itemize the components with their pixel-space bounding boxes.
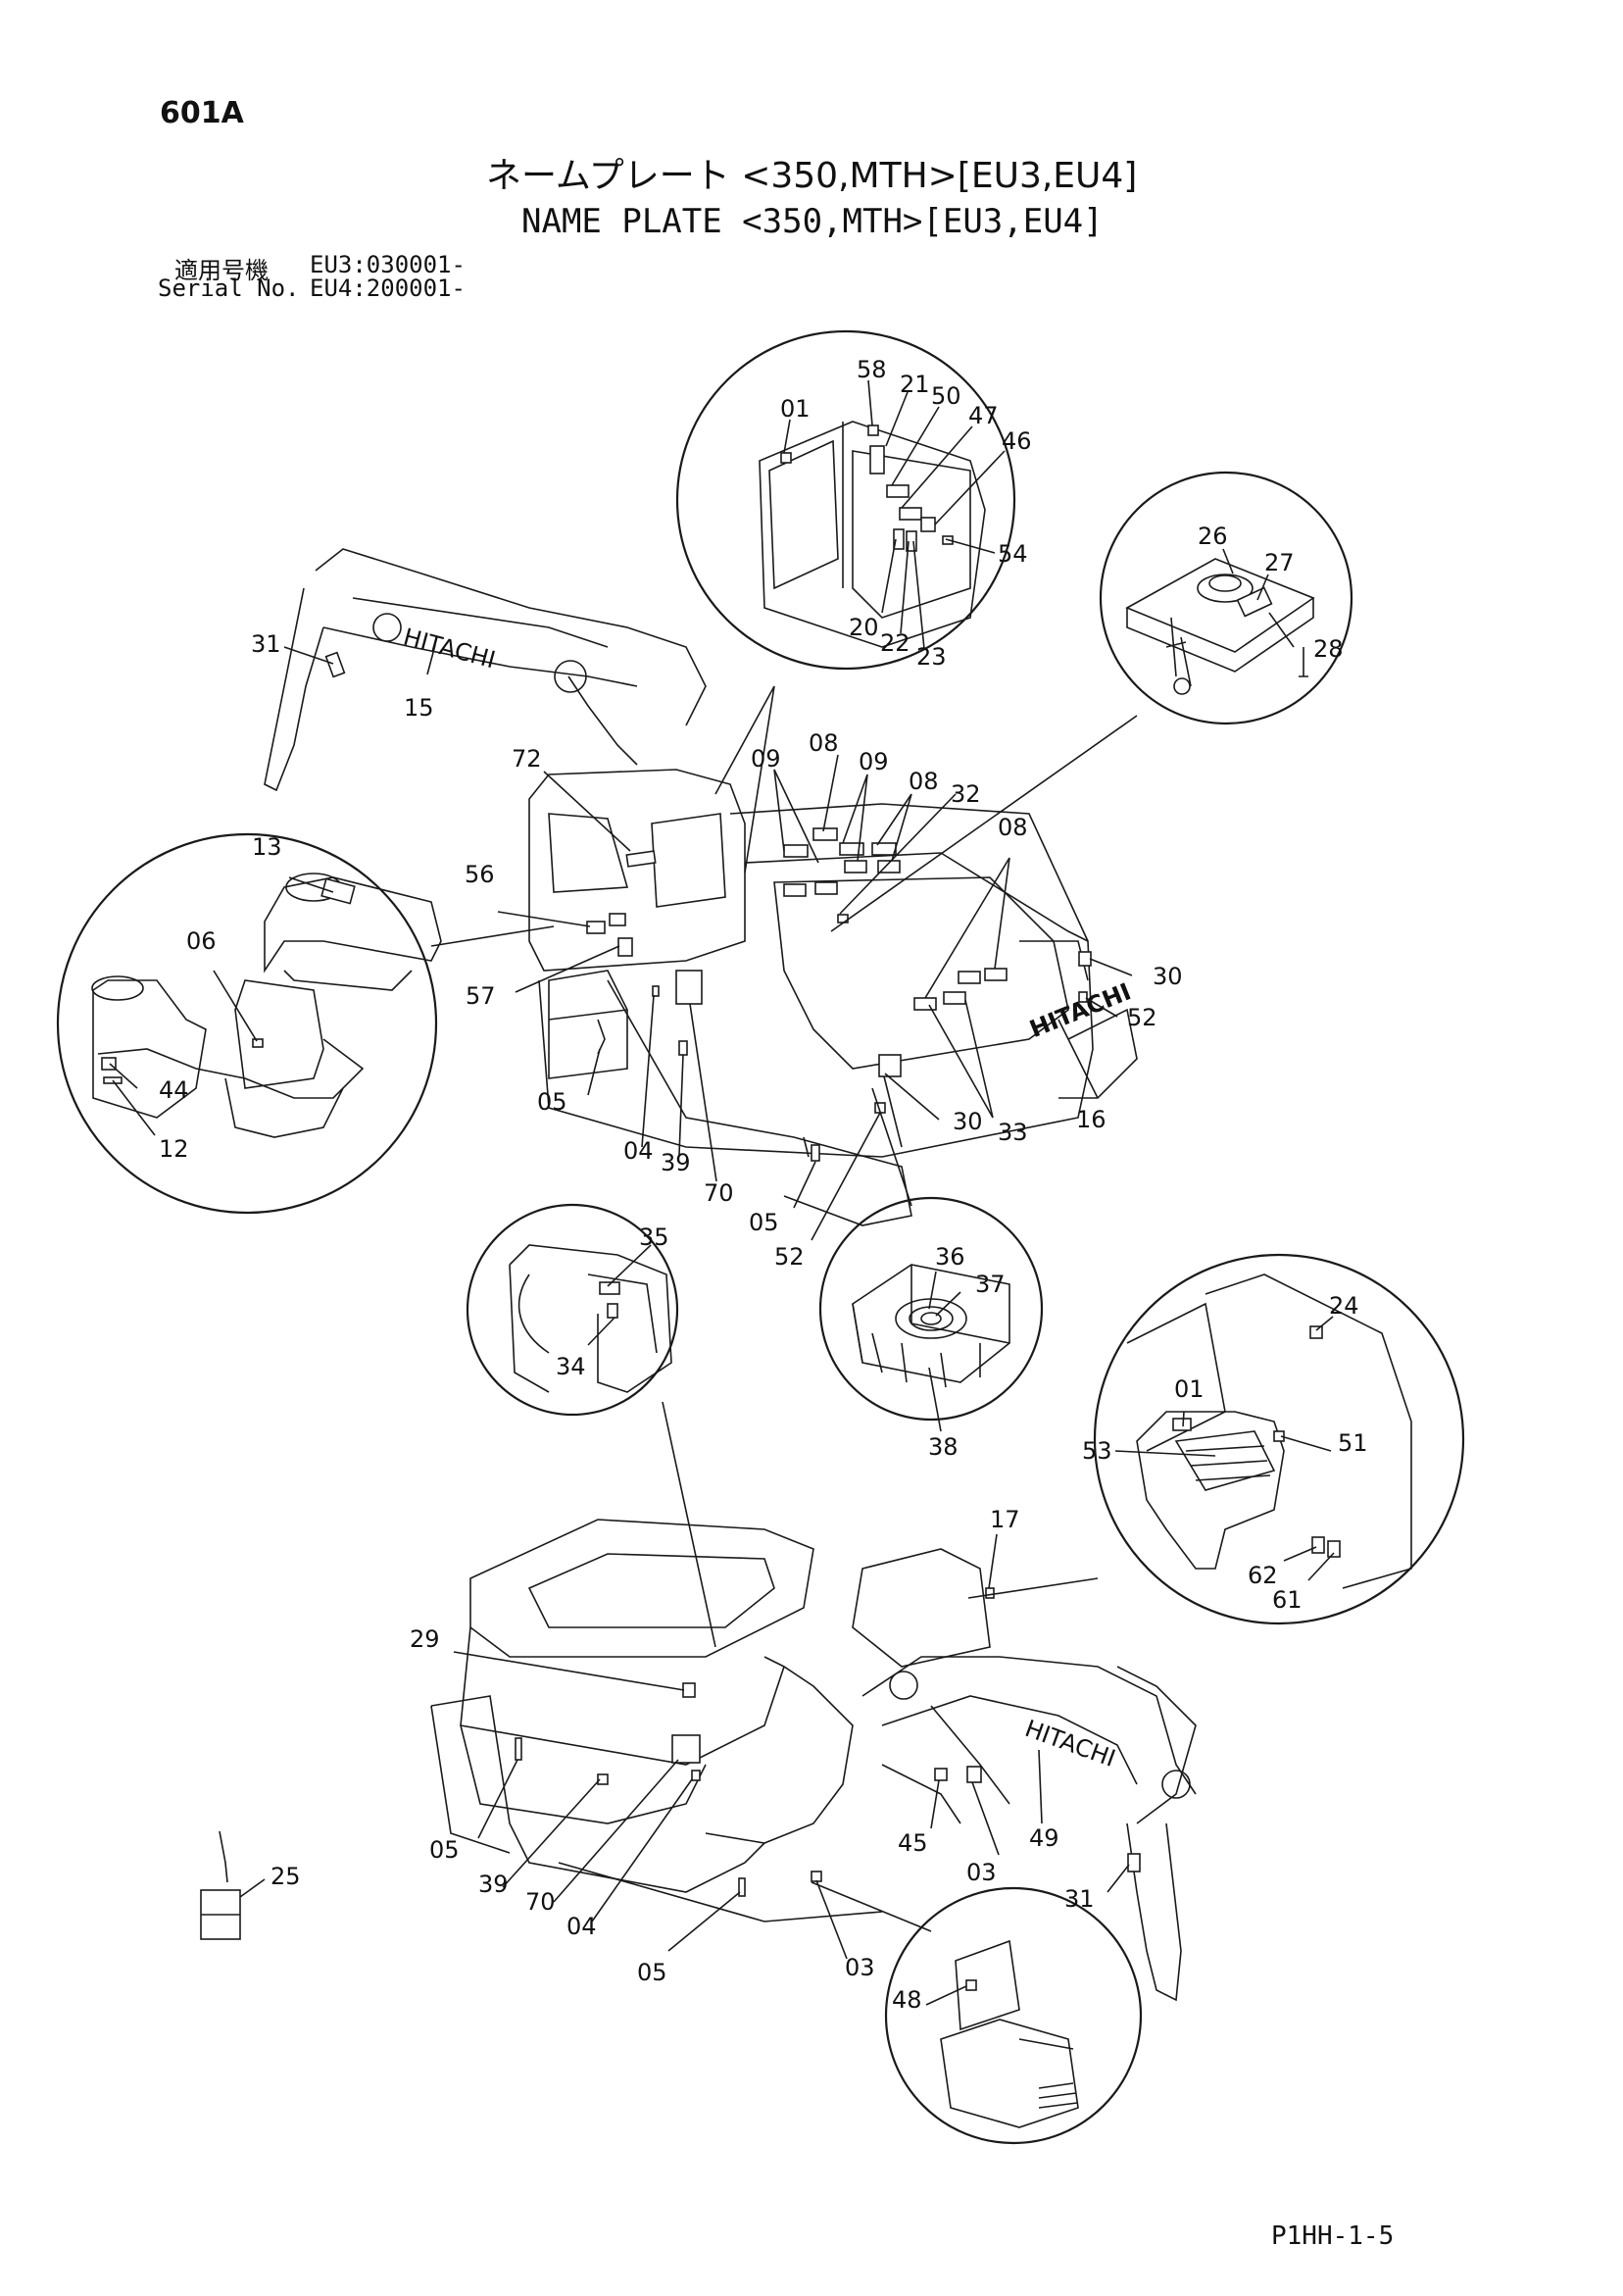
callout-20: 20 [849, 614, 879, 641]
callout-labels: 01 58 21 50 47 46 54 20 22 23 26 27 28 3… [159, 356, 1368, 2014]
callout-25: 25 [270, 1863, 301, 1890]
page-title-japanese: ネームプレート <350,MTH>[EU3,EU4] [486, 156, 1138, 196]
detail-hydraulic-compartment [466, 1203, 679, 1417]
callout-04: 04 [566, 1913, 597, 1940]
callout-51: 51 [1338, 1429, 1368, 1457]
callout-01: 01 [780, 395, 811, 423]
callout-70: 70 [525, 1888, 556, 1916]
callout-36: 36 [935, 1243, 965, 1271]
callout-04: 04 [623, 1137, 654, 1165]
callout-29: 29 [410, 1625, 440, 1653]
callout-53: 53 [1082, 1437, 1112, 1465]
callout-62: 62 [1248, 1562, 1278, 1589]
callout-06: 06 [186, 927, 217, 955]
leader-lines [109, 379, 1335, 2006]
callout-15: 15 [404, 694, 434, 722]
callout-09: 09 [859, 748, 889, 775]
callout-03: 03 [845, 1954, 875, 1981]
callout-12: 12 [159, 1135, 189, 1163]
callout-38: 38 [928, 1433, 959, 1461]
callout-13: 13 [252, 833, 282, 861]
callout-21: 21 [900, 371, 930, 398]
callout-30: 30 [953, 1108, 983, 1135]
callout-39: 39 [478, 1871, 509, 1898]
callout-27: 27 [1264, 549, 1295, 576]
front-boom-brand-text: HITACHI [1021, 1715, 1119, 1772]
boom-brand-text: HITACHI [401, 624, 499, 674]
callout-08: 08 [909, 768, 939, 795]
detail-radiator-fan [818, 1196, 1044, 1422]
callout-24: 24 [1329, 1292, 1359, 1320]
callout-52: 52 [1127, 1004, 1157, 1031]
detail-cab-interior [675, 329, 1016, 671]
callout-50: 50 [931, 382, 961, 410]
callout-28: 28 [1313, 635, 1344, 663]
callout-39: 39 [661, 1149, 691, 1176]
callout-46: 46 [1002, 427, 1032, 455]
warning-tag-drawing [200, 1830, 241, 1940]
callout-45: 45 [898, 1829, 928, 1857]
callout-05: 05 [429, 1836, 460, 1864]
callout-08: 08 [809, 729, 839, 757]
detail-cab-right-console [1093, 1253, 1465, 1625]
callout-05: 05 [537, 1088, 567, 1116]
callout-17: 17 [990, 1506, 1020, 1533]
callout-09: 09 [751, 745, 781, 773]
callout-31: 31 [251, 630, 281, 658]
callout-44: 44 [159, 1076, 189, 1104]
callout-47: 47 [968, 402, 999, 429]
callout-34: 34 [556, 1353, 586, 1380]
callout-26: 26 [1198, 523, 1228, 550]
callout-31: 31 [1064, 1885, 1095, 1913]
callout-16: 16 [1076, 1106, 1107, 1133]
serial-range-eu3: EU3:030001- [310, 251, 466, 278]
callout-30: 30 [1153, 963, 1183, 990]
callout-72: 72 [512, 745, 542, 773]
serial-range-eu4: EU4:200001- [310, 275, 466, 302]
detail-step-storage [884, 1886, 1143, 2145]
serial-label-japanese: 適用号機 [174, 257, 269, 284]
callout-37: 37 [975, 1271, 1006, 1298]
callout-08: 08 [998, 814, 1028, 841]
callout-61: 61 [1272, 1586, 1303, 1614]
callout-33: 33 [998, 1119, 1028, 1146]
page-title-english: NAME PLATE <350,MTH>[EU3,EU4] [521, 202, 1104, 241]
callout-03: 03 [966, 1859, 997, 1886]
callout-05: 05 [637, 1959, 667, 1986]
callout-49: 49 [1029, 1824, 1059, 1852]
drawing-code: P1HH-1-5 [1271, 2221, 1395, 2251]
callout-35: 35 [639, 1223, 669, 1251]
callout-01: 01 [1174, 1375, 1205, 1403]
callout-57: 57 [466, 982, 496, 1010]
callout-32: 32 [951, 780, 981, 808]
callout-70: 70 [704, 1179, 734, 1207]
page-number: 601A [160, 96, 244, 130]
callout-22: 22 [880, 629, 910, 657]
detail-left-console [56, 832, 442, 1215]
callout-48: 48 [892, 1986, 922, 2014]
callout-05: 05 [749, 1209, 779, 1236]
serial-label-english: Serial No. [158, 275, 300, 302]
lower-excavator-drawing: HITACHI [430, 1519, 1197, 2002]
callout-56: 56 [465, 861, 495, 888]
callout-23: 23 [916, 643, 947, 671]
callout-52: 52 [774, 1243, 805, 1271]
callout-58: 58 [857, 356, 887, 383]
detail-battery-area [1099, 471, 1353, 725]
callout-54: 54 [998, 540, 1028, 568]
